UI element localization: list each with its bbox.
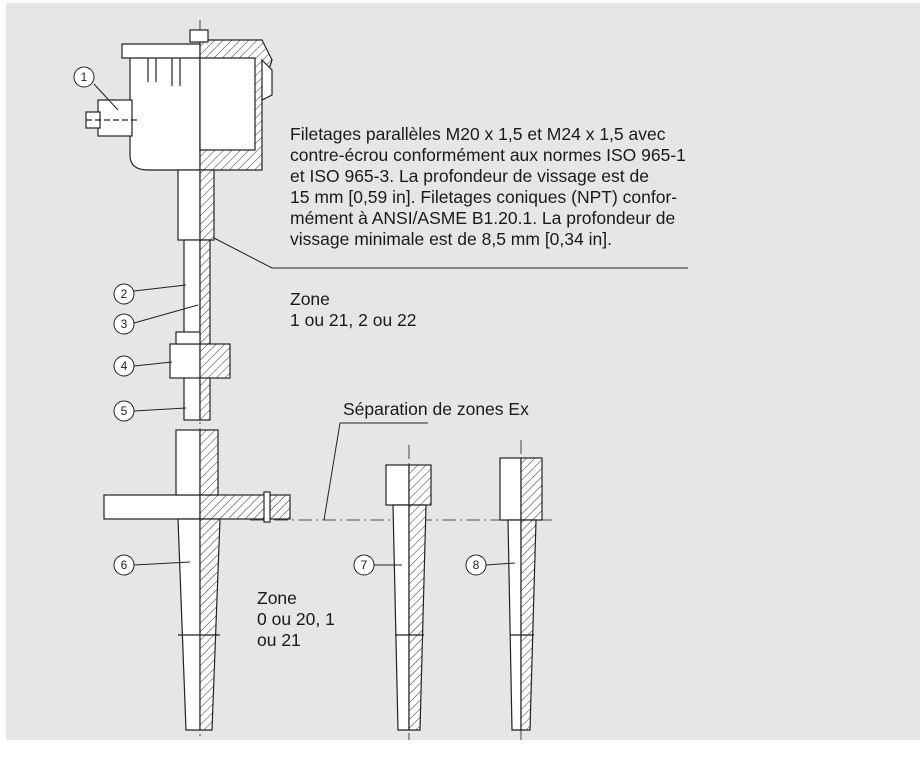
thread-note-leader [213, 237, 688, 269]
svg-text:7: 7 [361, 558, 368, 572]
svg-text:8: 8 [473, 558, 480, 572]
callout-8: 8 [465, 554, 487, 576]
thermowell-7 [385, 464, 432, 731]
callout-7: 7 [353, 554, 375, 576]
thread-specification-note: Filetages parallèles M20 x 1,5 et M24 x … [290, 124, 686, 249]
zone-lower-label: Zone 0 ou 20, 1 ou 21 [257, 588, 335, 650]
thermowell-6 [175, 429, 221, 731]
callout-5: 5 [113, 400, 135, 422]
connection-head [121, 29, 273, 171]
svg-text:2: 2 [121, 287, 128, 301]
svg-text:6: 6 [121, 558, 128, 572]
svg-text:1: 1 [81, 70, 88, 84]
callout-6: 6 [113, 554, 135, 576]
zone-upper-label: Zone 1 ou 21, 2 ou 22 [290, 289, 417, 330]
callout-2: 2 [113, 283, 135, 305]
callout-4: 4 [113, 355, 135, 377]
separation-leader [323, 422, 428, 521]
svg-text:4: 4 [121, 359, 128, 373]
zone-separation-label: Séparation de zones Ex [343, 399, 529, 419]
neck-tube [177, 169, 215, 421]
union-nut [169, 331, 231, 379]
flange [103, 491, 291, 523]
callout-leaders [93, 83, 516, 566]
cable-gland [85, 99, 140, 137]
thermowell-8 [499, 457, 543, 731]
callout-3: 3 [113, 313, 135, 335]
svg-text:5: 5 [121, 404, 128, 418]
callout-1: 1 [73, 66, 95, 88]
svg-text:3: 3 [121, 317, 128, 331]
